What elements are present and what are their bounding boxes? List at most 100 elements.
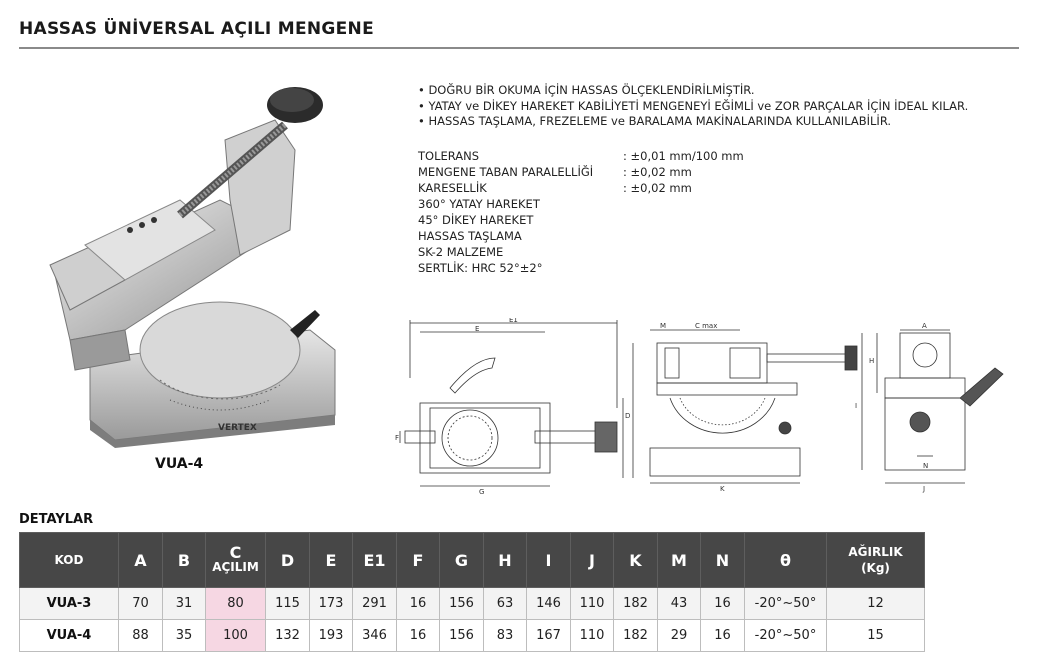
spec-key: 45° DİKEY HAREKET xyxy=(418,213,534,227)
table-row: VUA-4 88 35 100 132 193 346 16 156 83 16… xyxy=(19,619,925,652)
label-m: M xyxy=(660,322,666,330)
cell-b: 31 xyxy=(162,587,206,620)
cell-f: 16 xyxy=(396,619,440,652)
spec-row: SK-2 MALZEME xyxy=(418,244,744,260)
cell-theta: -20°~50° xyxy=(744,587,827,620)
cell-e1: 291 xyxy=(352,587,397,620)
cell-h: 83 xyxy=(483,619,527,652)
spec-row: KARESELLİK : ±0,02 mm xyxy=(418,180,744,196)
table-row: VUA-3 70 31 80 115 173 291 16 156 63 146… xyxy=(19,587,925,620)
label-n: N xyxy=(923,462,928,470)
cell-kod: VUA-3 xyxy=(19,587,119,620)
cell-a: 88 xyxy=(118,619,163,652)
col-header-a: A xyxy=(118,532,163,588)
col-header-m: M xyxy=(657,532,701,588)
cell-n: 16 xyxy=(700,619,745,652)
cell-a: 70 xyxy=(118,587,163,620)
spec-key: KARESELLİK xyxy=(418,181,487,195)
label-e: E xyxy=(475,325,479,333)
col-header-j: J xyxy=(570,532,614,588)
label-a: A xyxy=(922,322,927,330)
col-header-e1: E1 xyxy=(352,532,397,588)
cell-e1: 346 xyxy=(352,619,397,652)
side-view-drawing: A H I J N xyxy=(855,322,1004,493)
spec-key: TOLERANS xyxy=(418,149,480,163)
cell-theta: -20°~50° xyxy=(744,619,827,652)
col-header-c-main: C xyxy=(229,543,242,562)
col-header-f: F xyxy=(396,532,440,588)
spec-row: TOLERANS : ±0,01 mm/100 mm xyxy=(418,148,744,164)
front-view-drawing: M C max K xyxy=(632,322,858,493)
spec-row: 360° YATAY HAREKET xyxy=(418,196,744,212)
cell-e: 193 xyxy=(309,619,353,652)
label-cmax: C max xyxy=(695,322,717,330)
label-j: J xyxy=(922,485,925,493)
cell-m: 43 xyxy=(657,587,701,620)
cell-m: 29 xyxy=(657,619,701,652)
spec-key: 360° YATAY HAREKET xyxy=(418,197,540,211)
spec-row: 45° DİKEY HAREKET xyxy=(418,212,744,228)
label-d: D xyxy=(625,412,630,420)
cell-k: 182 xyxy=(613,619,658,652)
label-e1: E1 xyxy=(509,318,518,324)
cell-h: 63 xyxy=(483,587,527,620)
page-title: HASSAS ÜNİVERSAL AÇILI MENGENE xyxy=(19,19,374,39)
label-f: F xyxy=(395,434,399,442)
col-header-c-sub: AÇILIM xyxy=(212,560,259,574)
cell-g: 156 xyxy=(439,619,484,652)
cell-g: 156 xyxy=(439,587,484,620)
col-header-h: H xyxy=(483,532,527,588)
col-header-k: K xyxy=(613,532,658,588)
spec-key: SK-2 MALZEME xyxy=(418,245,504,259)
col-header-weight-line1: AĞIRLIK xyxy=(848,545,903,559)
feature-item: • YATAY ve DİKEY HAREKET KABİLİYETİ MENG… xyxy=(418,98,969,113)
brand-logo: VERTEX xyxy=(218,423,257,433)
spec-row: HASSAS TAŞLAMA xyxy=(418,228,744,244)
col-header-theta: θ xyxy=(744,532,827,588)
cell-i: 146 xyxy=(526,587,571,620)
spec-row: MENGENE TABAN PARALELLİĞİ : ±0,02 mm xyxy=(418,164,744,180)
col-header-weight-line2: (Kg) xyxy=(861,561,890,575)
cell-n: 16 xyxy=(700,587,745,620)
col-header-i: I xyxy=(526,532,571,588)
spec-value: : ±0,02 mm xyxy=(623,181,692,195)
col-header-n: N xyxy=(700,532,745,588)
product-photo: VERTEX xyxy=(49,87,336,448)
col-header-weight: AĞIRLIK (Kg) xyxy=(826,532,925,588)
spec-key: SERTLİK: HRC 52°±2° xyxy=(418,261,543,275)
cell-weight: 15 xyxy=(826,619,925,652)
cell-weight: 12 xyxy=(826,587,925,620)
spec-value: : ±0,02 mm xyxy=(623,165,692,179)
cell-c: 100 xyxy=(205,619,266,652)
title-divider xyxy=(19,47,1019,49)
feature-item: • HASSAS TAŞLAMA, FREZELEME ve BARALAMA … xyxy=(418,114,892,128)
cell-kod: VUA-4 xyxy=(19,619,119,652)
feature-list: • DOĞRU BİR OKUMA İÇİN HASSAS ÖLÇEKLENDİ… xyxy=(418,83,968,130)
cell-b: 35 xyxy=(162,619,206,652)
col-header-kod: KOD xyxy=(19,532,119,588)
spec-key: HASSAS TAŞLAMA xyxy=(418,229,522,243)
col-header-d: D xyxy=(265,532,310,588)
label-i: I xyxy=(855,402,857,410)
cell-j: 110 xyxy=(570,587,614,620)
cell-j: 110 xyxy=(570,619,614,652)
label-g: G xyxy=(479,488,484,496)
details-title: DETAYLAR xyxy=(19,512,94,527)
top-view-drawing: E1 E G F D xyxy=(395,318,630,496)
model-caption: VUA-4 xyxy=(155,456,204,472)
cell-i: 167 xyxy=(526,619,571,652)
spec-list: TOLERANS : ±0,01 mm/100 mm MENGENE TABAN … xyxy=(418,148,744,276)
spec-value: : ±0,01 mm/100 mm xyxy=(623,149,744,163)
feature-item: • DOĞRU BİR OKUMA İÇİN HASSAS ÖLÇEKLENDİ… xyxy=(418,83,755,97)
cell-d: 115 xyxy=(265,587,310,620)
spec-key: MENGENE TABAN PARALELLİĞİ xyxy=(418,165,594,179)
cell-c: 80 xyxy=(205,587,266,620)
label-k: K xyxy=(720,485,725,493)
cell-f: 16 xyxy=(396,587,440,620)
spec-row: SERTLİK: HRC 52°±2° xyxy=(418,260,744,276)
label-h: H xyxy=(869,357,874,365)
cell-e: 173 xyxy=(309,587,353,620)
